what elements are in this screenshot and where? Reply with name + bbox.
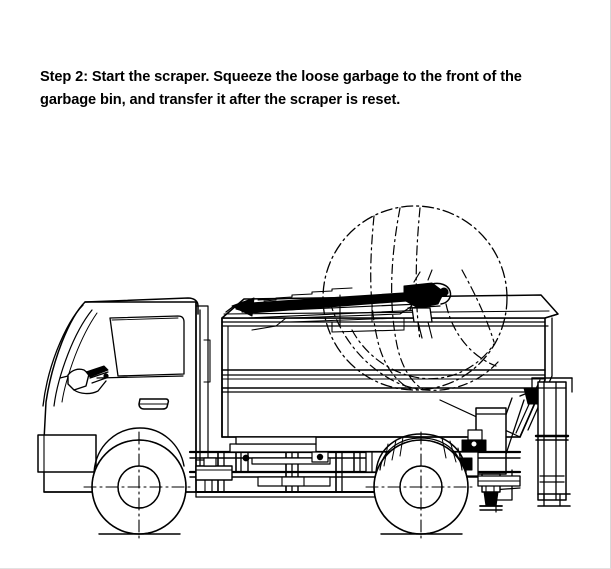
garbage-bin [221,294,559,438]
instruction-text: Step 2: Start the scraper. Squeeze the l… [40,69,522,108]
scraper-pivot [403,269,452,339]
rear-hydraulic-cylinder [531,377,573,507]
bin-band-upper [221,369,546,380]
front-bumper [37,434,97,473]
side-mirror [59,365,109,395]
door-handle [138,398,170,410]
side-window [109,315,185,377]
bin-band-lower [221,387,542,393]
scraper-blade [225,297,255,317]
front-wheel-centerline [83,431,195,543]
arc-arrow-marks [407,295,423,311]
rear-wheel-centerline [365,431,477,543]
scraper-arm [235,287,425,319]
cab-rear-panel [195,301,213,493]
motion-arc [329,207,499,391]
windshield [96,375,184,379]
lift-cylinder [475,407,507,511]
swing-circle [322,205,508,391]
scraper-link-rod [251,305,413,333]
rear-fender [375,433,467,473]
rear-step [477,475,521,487]
